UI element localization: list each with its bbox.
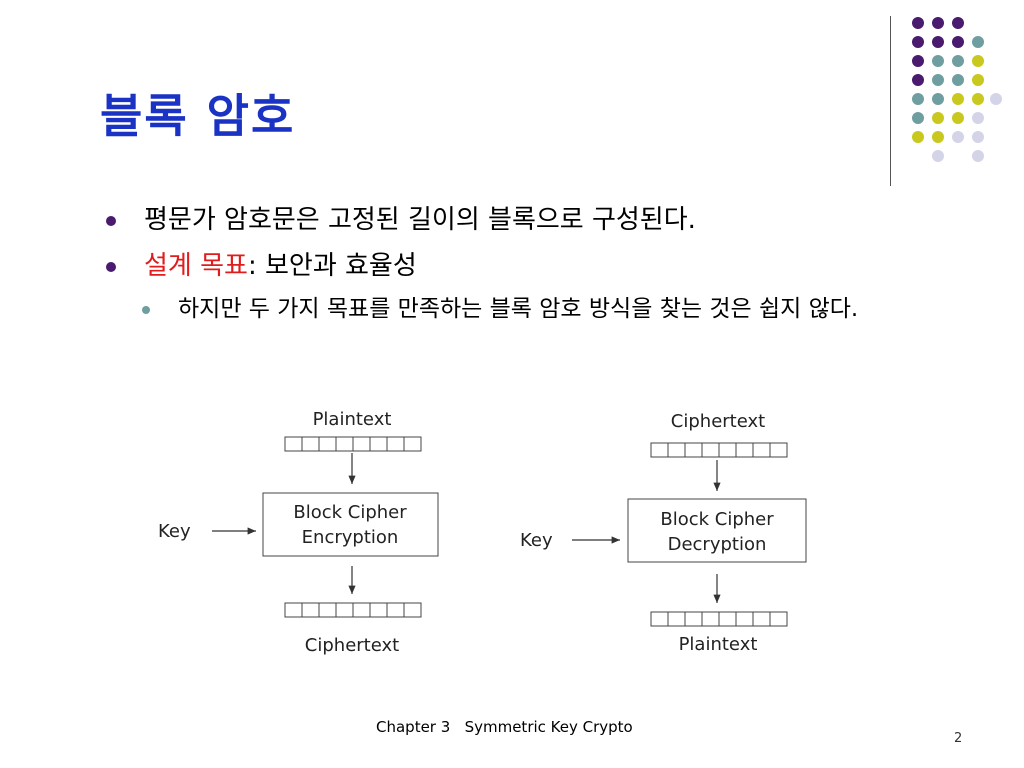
decorative-dot (912, 131, 924, 143)
plaintext-label: Plaintext (313, 409, 392, 430)
block-cell (650, 611, 669, 627)
decorative-dot (912, 17, 924, 29)
block-cell (769, 442, 788, 458)
decorative-dot (972, 150, 984, 162)
block-cell (701, 611, 720, 627)
block-cell (318, 436, 337, 452)
page-number: 2 (954, 731, 963, 746)
bullet-item: 평문가 암호문은 고정된 길이의 블록으로 구성된다. (100, 200, 990, 240)
bullet-list: 평문가 암호문은 고정된 길이의 블록으로 구성된다. 설계 목표: 보안과 효… (100, 200, 990, 326)
block-cell (301, 436, 320, 452)
block-cell (284, 436, 303, 452)
key-label: Key (158, 521, 191, 542)
plaintext-blocks (650, 611, 788, 627)
block-cell (335, 602, 354, 618)
sub-bullet-item: 하지만 두 가지 목표를 만족하는 블록 암호 방식을 찾는 것은 쉽지 않다. (100, 292, 978, 326)
decorative-dot (932, 150, 944, 162)
decorative-dot (912, 112, 924, 124)
block-cell (301, 602, 320, 618)
decorative-dot (952, 55, 964, 67)
block-cell (650, 442, 669, 458)
decorative-dot (972, 74, 984, 86)
decorative-dot (932, 55, 944, 67)
bullet-item: 설계 목표: 보안과 효율성 (100, 246, 990, 286)
decryption-diagram: Ciphertext Block Cipher Decryption Key P… (520, 411, 807, 655)
ciphertext-blocks (284, 602, 422, 618)
block-cell (735, 442, 754, 458)
block-cell (369, 602, 388, 618)
block-cell (752, 442, 771, 458)
block-cell (369, 436, 388, 452)
decorative-dot (912, 74, 924, 86)
sub-bullet-text: 하지만 두 가지 목표를 만족하는 블록 암호 방식을 찾는 것은 쉽지 않다. (178, 296, 859, 322)
decorative-dot (952, 36, 964, 48)
block-cell (667, 611, 686, 627)
block-cell (403, 602, 422, 618)
plaintext-label: Plaintext (679, 634, 758, 655)
key-label: Key (520, 530, 553, 551)
decorative-dot (932, 131, 944, 143)
decorative-dot (972, 93, 984, 105)
encryption-box (262, 492, 439, 557)
encryption-diagram: Plaintext Block Cipher Encryption Key Ci… (158, 409, 439, 656)
encryption-box-line2: Encryption (302, 527, 399, 548)
block-cell (386, 602, 405, 618)
decorative-dot (912, 36, 924, 48)
block-cell (335, 436, 354, 452)
ciphertext-label: Ciphertext (305, 635, 399, 656)
ciphertext-label: Ciphertext (671, 411, 765, 432)
block-cell (684, 611, 703, 627)
decorative-dot (952, 17, 964, 29)
decorative-dot (932, 112, 944, 124)
decorative-dot (952, 74, 964, 86)
block-cell (718, 611, 737, 627)
block-cell (667, 442, 686, 458)
block-cell (403, 436, 422, 452)
decryption-box-line2: Decryption (668, 534, 767, 555)
encryption-box-line1: Block Cipher (293, 502, 407, 523)
block-cell (386, 436, 405, 452)
decorative-dot (932, 74, 944, 86)
decorative-dot (912, 93, 924, 105)
ciphertext-blocks (650, 442, 788, 458)
decorative-dot (952, 131, 964, 143)
block-cell (352, 602, 371, 618)
plaintext-blocks (284, 436, 422, 452)
decorative-dot (990, 93, 1002, 105)
decorative-dot (932, 36, 944, 48)
decorative-dot (952, 112, 964, 124)
decorative-dot (972, 55, 984, 67)
decorative-dot (932, 93, 944, 105)
decryption-box (627, 498, 807, 563)
block-cell (769, 611, 788, 627)
footer-text: Chapter 3 Symmetric Key Crypto (376, 718, 633, 736)
decorative-dot (932, 17, 944, 29)
block-cell (684, 442, 703, 458)
block-cell (752, 611, 771, 627)
block-cell (284, 602, 303, 618)
decorative-dot (952, 93, 964, 105)
decorative-dot (972, 36, 984, 48)
decorative-divider (890, 16, 891, 186)
block-cell (718, 442, 737, 458)
slide-title: 블록 암호 (100, 89, 296, 143)
bullet-text: : 보안과 효율성 (247, 251, 417, 281)
block-cell (701, 442, 720, 458)
decryption-box-line1: Block Cipher (660, 509, 774, 530)
block-cell (352, 436, 371, 452)
decorative-dot (972, 112, 984, 124)
block-cell (735, 611, 754, 627)
bullet-text: 평문가 암호문은 고정된 길이의 블록으로 구성된다. (144, 205, 696, 235)
decorative-dot (912, 55, 924, 67)
block-cell (318, 602, 337, 618)
bullet-highlight: 설계 목표 (144, 251, 248, 281)
decorative-dot (972, 131, 984, 143)
